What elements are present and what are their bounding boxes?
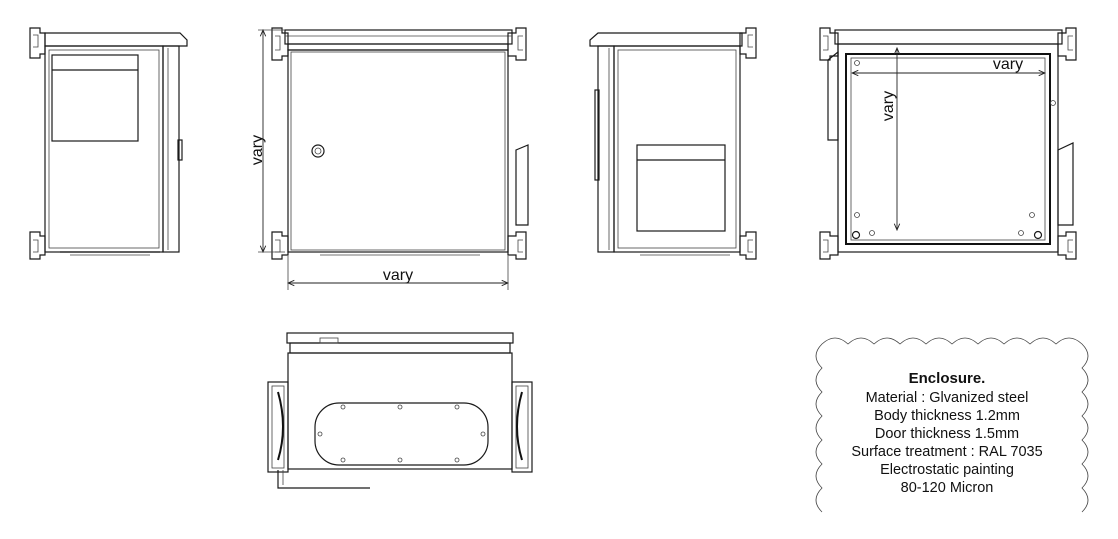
left-side-view bbox=[29, 27, 188, 260]
spec-painting: Electrostatic painting bbox=[880, 462, 1014, 478]
rear-height-label: vary bbox=[880, 91, 897, 121]
front-width-label: vary bbox=[383, 267, 413, 284]
spec-body-thickness: Body thickness 1.2mm bbox=[874, 408, 1020, 424]
top-view bbox=[267, 332, 533, 489]
front-view bbox=[258, 27, 527, 290]
right-side-view bbox=[515, 27, 757, 260]
spec-material: Material : Glvanized steel bbox=[865, 390, 1029, 406]
rear-width-label: vary bbox=[993, 56, 1023, 73]
spec-title: Enclosure. bbox=[908, 370, 986, 387]
rear-view bbox=[819, 27, 1077, 260]
spec-surface-treatment: Surface treatment : RAL 7035 bbox=[851, 444, 1043, 460]
spec-door-thickness: Door thickness 1.5mm bbox=[874, 426, 1020, 442]
spec-micron: 80-120 Micron bbox=[900, 480, 994, 496]
enclosure-spec-note: Enclosure. Material : Glvanized steel Bo… bbox=[812, 370, 1082, 497]
front-height-label: vary bbox=[249, 135, 266, 165]
spec-cloud-outline bbox=[815, 337, 1089, 513]
